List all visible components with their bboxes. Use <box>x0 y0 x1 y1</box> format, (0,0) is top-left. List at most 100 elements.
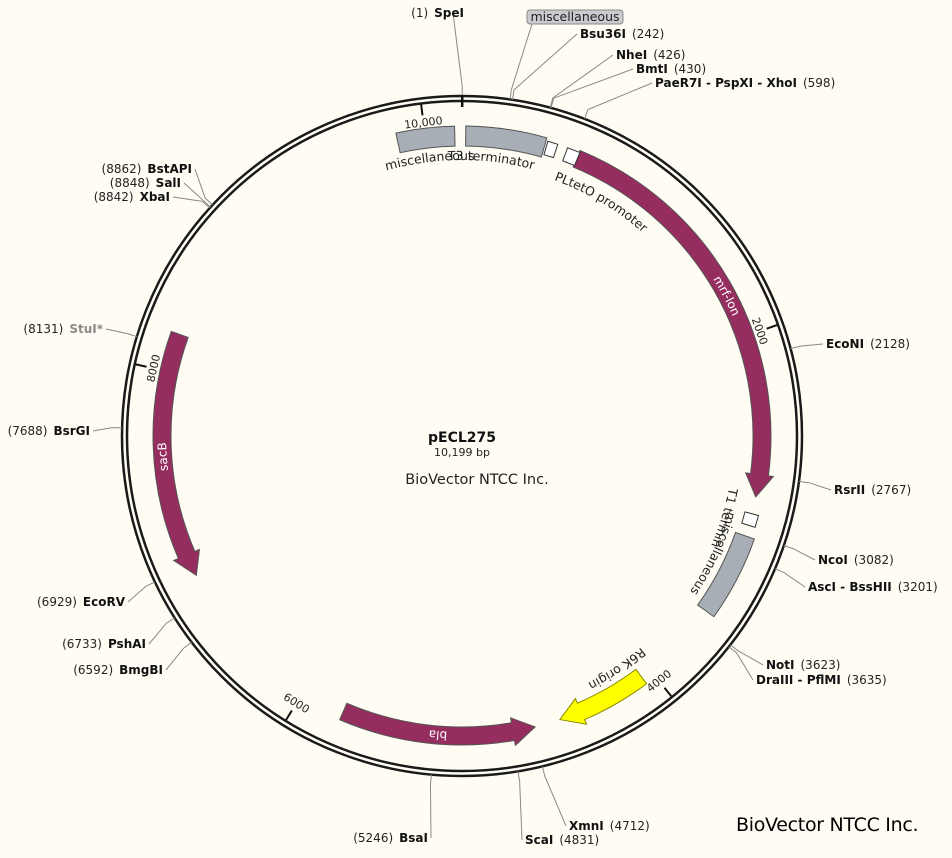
site-name: PshAI <box>108 637 146 651</box>
site-leader-line <box>92 427 123 432</box>
site-ncoi[interactable]: NcoI (3082) <box>783 545 894 567</box>
site-label: (8842)XbaI <box>94 190 170 204</box>
site-sali[interactable]: (8848)SalI <box>110 176 211 208</box>
site-name: BsrGI <box>53 424 90 438</box>
feature-label-text: bla <box>428 727 448 742</box>
center-labels: pECL275 10,199 bp BioVector NTCC Inc. <box>405 430 548 488</box>
site-leader-line <box>194 168 213 206</box>
site-position: (6592) <box>73 663 113 677</box>
site-position: (8848) <box>110 176 150 190</box>
feature-label-misc-left: miscellaneous <box>383 148 475 173</box>
site-name: BmgBI <box>119 663 163 677</box>
site-ecorv[interactable]: (6929) EcoRV <box>37 581 156 609</box>
site-name: StuI* <box>69 322 103 336</box>
site-bstapi[interactable]: (8862) BstAPI <box>102 162 213 206</box>
site-position: (8842) <box>94 190 134 204</box>
site-leader-line <box>148 617 176 645</box>
site-noti[interactable]: NotI (3623) <box>730 644 840 672</box>
plasmid-length: 10,199 bp <box>434 446 490 459</box>
feature-label-text: miscellaneous <box>383 148 475 173</box>
site-leader-line <box>429 774 432 839</box>
site-name: XmnI <box>569 819 604 833</box>
feature-sacB <box>152 330 201 577</box>
site-xmni[interactable]: XmnI(4712) <box>541 766 650 833</box>
site-bmti[interactable]: BmtI (430) <box>550 62 706 108</box>
site-position: (3082) <box>854 553 894 567</box>
site-position: (4831) <box>559 833 599 847</box>
site-bsai[interactable]: (5246)BsaI <box>353 774 432 845</box>
site-position: (8862) <box>102 162 142 176</box>
tick-mark <box>420 104 424 116</box>
site-name: EcoRV <box>83 595 126 609</box>
site-rsrii[interactable]: RsrII(2767) <box>798 480 911 497</box>
feature-t3-terminator <box>465 125 548 158</box>
site-draiii-pflmi[interactable]: DraIII - PflMI(3635) <box>728 646 887 687</box>
site-leader-line <box>550 68 634 108</box>
site-name: BsaI <box>399 831 428 845</box>
site-label: (8862) BstAPI <box>102 162 192 176</box>
site-name: PaeR7I - PspXI - XhoI <box>655 76 797 90</box>
site-label-box-text: miscellaneous <box>530 9 619 24</box>
site-leader-line <box>783 545 816 561</box>
site-scai[interactable]: ScaI (4831) <box>517 771 599 847</box>
site-position: (3201) <box>898 580 938 594</box>
feature-bla <box>339 702 537 747</box>
site-label: NheI(426) <box>616 48 685 62</box>
site-stui-[interactable]: (8131) StuI* <box>23 322 138 338</box>
feature-label-t1-terminator: T1 terminator <box>0 0 741 550</box>
site-econi[interactable]: EcoNI(2128) <box>790 337 910 351</box>
site-position: (598) <box>803 76 835 90</box>
feature-label-text: T1 terminator <box>0 0 741 550</box>
site-position: (6929) <box>37 595 77 609</box>
site-label: EcoNI(2128) <box>826 337 910 351</box>
site-leader-line <box>728 646 754 681</box>
site-miscellaneous[interactable]: miscellaneous <box>509 9 624 100</box>
site-leader-line <box>512 33 578 100</box>
site-label: DraIII - PflMI(3635) <box>756 673 887 687</box>
site-leader-line <box>165 641 192 671</box>
feature-pltet0-box <box>562 147 581 167</box>
feature-label-sacB: sacB <box>155 442 171 472</box>
site-label: XmnI(4712) <box>569 819 650 833</box>
site-name: BstAPI <box>147 162 192 176</box>
site-position: (430) <box>674 62 706 76</box>
site-paer7i-pspxi-xhoi[interactable]: PaeR7I - PspXI - XhoI (598) <box>583 76 835 119</box>
site-label: (7688)BsrGI <box>8 424 90 438</box>
site-bsrgi[interactable]: (7688)BsrGI <box>8 424 123 438</box>
site-label: PaeR7I - PspXI - XhoI (598) <box>655 76 835 90</box>
site-leader-line <box>517 771 523 841</box>
site-label: (8848)SalI <box>110 176 181 190</box>
feature-r6k-origin <box>559 668 648 725</box>
tick-label: 4000 <box>644 667 674 695</box>
site-pshai[interactable]: (6733)PshAI <box>62 617 176 651</box>
site-asci-bsshii[interactable]: AscI - BssHII(3201) <box>774 568 938 594</box>
tick-label: 6000 <box>281 690 312 716</box>
footer-brand: BioVector NTCC Inc. <box>736 814 919 836</box>
site-label: NotI (3623) <box>766 658 840 672</box>
site-label: (8131) StuI* <box>23 322 103 336</box>
site-label: (6592) BmgBI <box>73 663 163 677</box>
site-nhei[interactable]: NheI(426) <box>549 48 685 108</box>
site-name: SpeI <box>434 6 464 20</box>
site-position: (242) <box>632 27 664 41</box>
site-name: BmtI <box>636 62 668 76</box>
site-label: (1)SpeI <box>411 6 464 20</box>
site-leader-line <box>774 568 806 588</box>
site-bmgbi[interactable]: (6592) BmgBI <box>73 641 192 677</box>
site-bsu36i[interactable]: Bsu36I(242) <box>512 27 665 100</box>
site-xbai[interactable]: (8842)XbaI <box>94 190 211 209</box>
site-name: NheI <box>616 48 647 62</box>
site-position: (8131) <box>23 322 63 336</box>
site-name: EcoNI <box>826 337 864 351</box>
site-position: (3623) <box>801 658 841 672</box>
site-spei[interactable]: (1)SpeI <box>411 6 464 108</box>
site-name: NotI <box>766 658 795 672</box>
site-name: ScaI <box>525 833 553 847</box>
site-label: (6733)PshAI <box>62 637 146 651</box>
feature-misc-left <box>395 125 456 154</box>
feature-label-text: sacB <box>155 442 171 472</box>
site-name: NcoI <box>818 553 848 567</box>
site-label: RsrII(2767) <box>834 483 911 497</box>
